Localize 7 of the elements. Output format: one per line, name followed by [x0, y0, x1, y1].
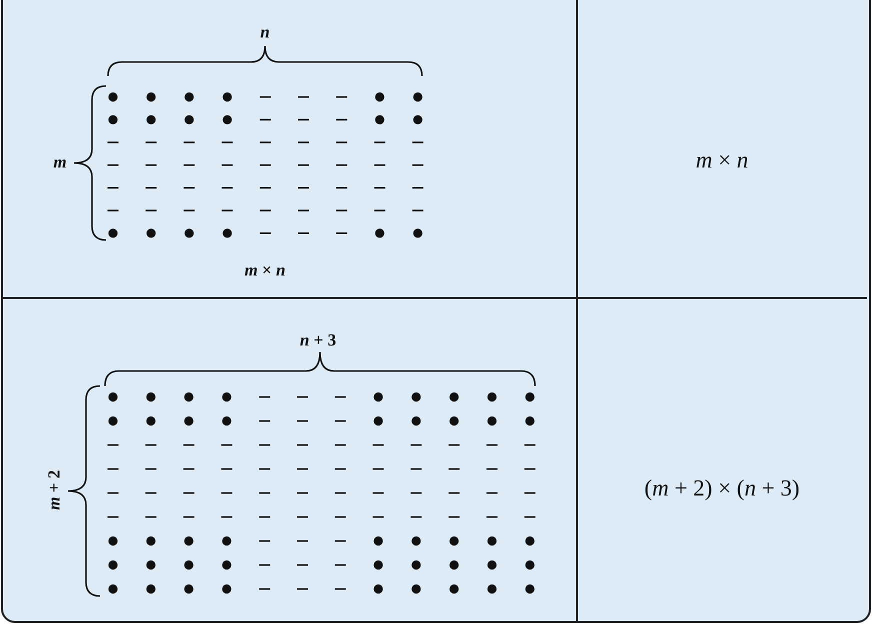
array-caption: m × n [244, 262, 286, 278]
brace-label: n + 3 [300, 332, 336, 348]
brace-label: m [53, 154, 67, 170]
brace-label: m + 2 [46, 470, 62, 510]
product-expression: m × n [696, 148, 748, 172]
product-expression: (m + 2) × (n + 3) [644, 476, 800, 500]
brace-label: n [260, 24, 270, 40]
